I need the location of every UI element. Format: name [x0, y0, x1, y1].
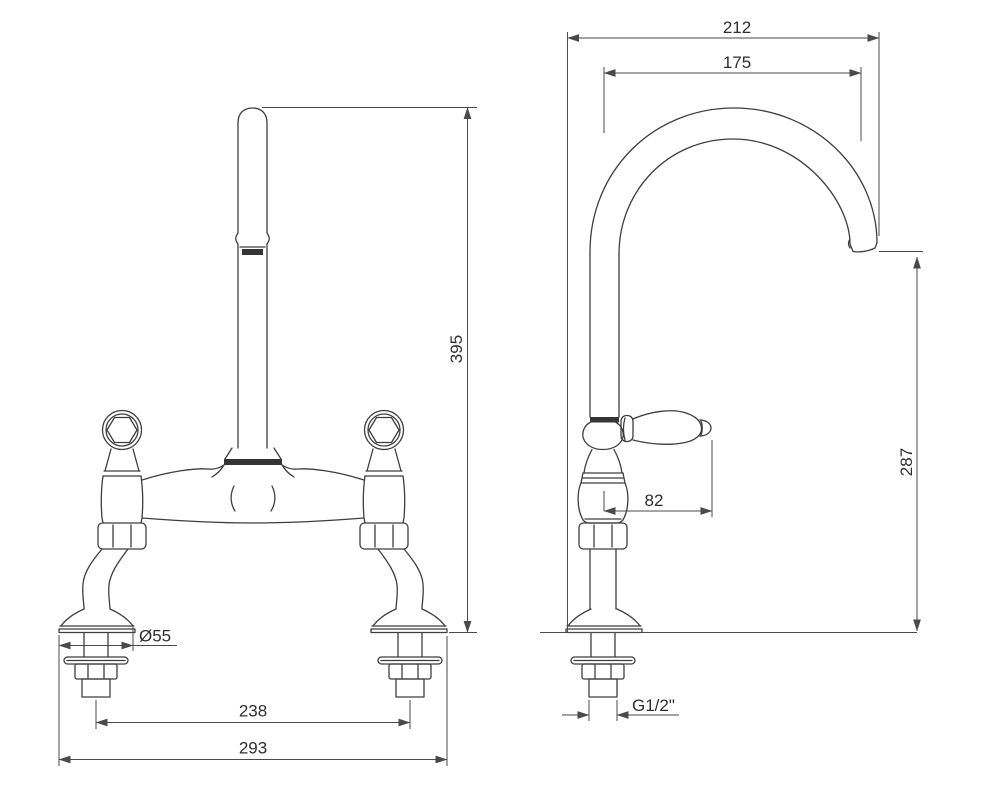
dim-side-spout-height: 287	[879, 251, 923, 632]
side-lever-handle	[620, 410, 712, 445]
dim-label-front-height: 395	[447, 335, 466, 363]
dim-side-spout-reach: 175	[603, 53, 862, 141]
front-left-valve	[59, 411, 146, 698]
side-collar-band	[590, 417, 619, 423]
front-spout-column	[235, 107, 270, 449]
dim-side-overall-depth: 212	[567, 18, 880, 632]
dim-label-handle-reach: 82	[645, 491, 664, 510]
front-bridge-body	[141, 447, 365, 524]
handle-ferrule	[620, 414, 634, 443]
dim-front-inlet-centres: 238	[95, 700, 411, 729]
dim-label-spout-height: 287	[897, 448, 916, 476]
dim-side-inlet-thread: G1/2"	[562, 696, 679, 721]
front-escutcheon-band	[224, 459, 282, 465]
dim-label-overall-depth: 212	[723, 18, 751, 37]
dim-side-handle-reach: 82	[603, 440, 713, 517]
front-aerator-band	[242, 249, 263, 255]
dim-label-base-diameter: Ø55	[139, 627, 171, 646]
dim-front-overall-width: 293	[58, 635, 448, 766]
side-gooseneck-spout	[589, 107, 878, 418]
dim-label-spout-reach: 175	[723, 53, 751, 72]
dim-label-inlet-centres: 238	[239, 702, 267, 721]
side-base	[565, 608, 643, 698]
dim-label-overall-width: 293	[239, 739, 267, 758]
handle-grip	[632, 410, 703, 445]
side-view: 212 175 287 82 G1/2"	[540, 18, 923, 721]
front-right-valve	[360, 411, 447, 698]
dim-front-height: 395	[262, 107, 477, 633]
dim-front-base-diameter: Ø55	[58, 626, 177, 651]
side-valve-body	[577, 417, 629, 610]
dim-label-inlet-thread: G1/2"	[632, 696, 675, 715]
front-view: 395 Ø55 238 293	[58, 107, 477, 766]
front-spout-tube	[237, 107, 268, 234]
